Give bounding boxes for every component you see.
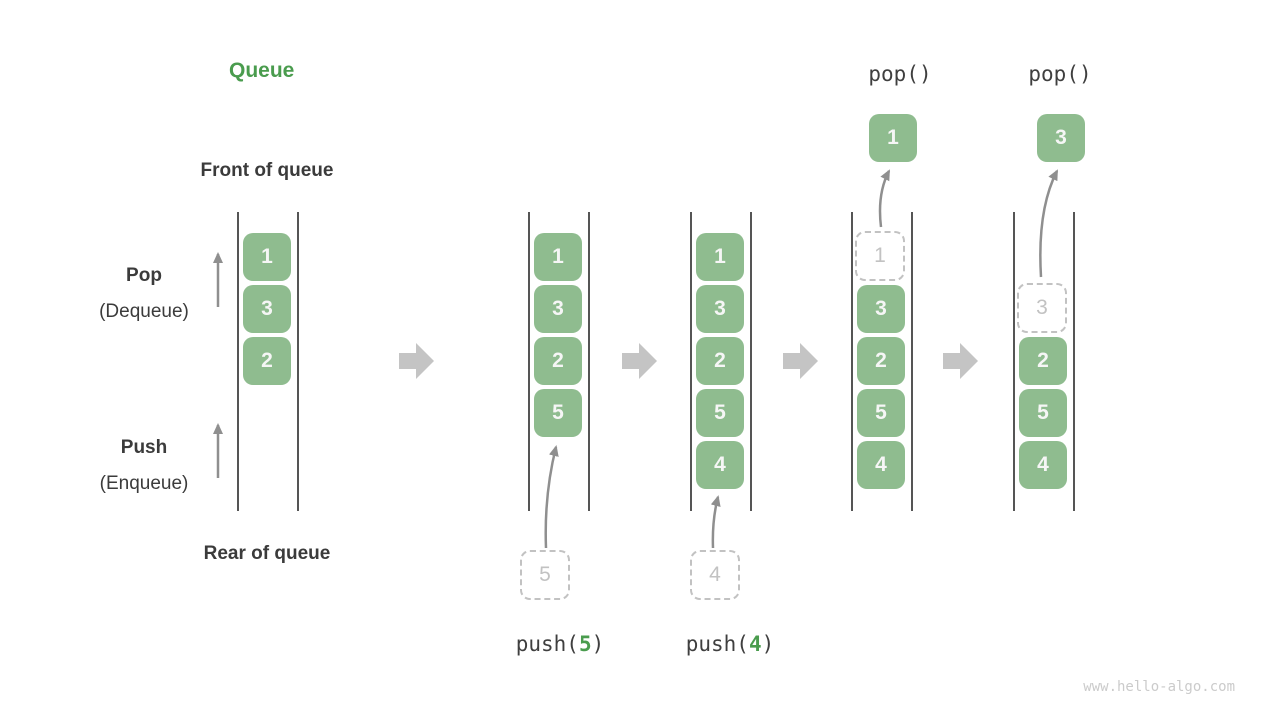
queue-cell: 5 xyxy=(857,389,905,437)
queue-cell: 1 xyxy=(696,233,744,281)
queue-cell: 3 xyxy=(243,285,291,333)
queue-wall-right xyxy=(1073,212,1075,511)
queue-cell: 5 xyxy=(534,389,582,437)
step-right-arrow-icon xyxy=(943,343,978,379)
popped-value-cell: 3 xyxy=(1037,114,1085,162)
push-call-suffix: ) xyxy=(761,632,775,656)
queue-wall-left xyxy=(237,212,239,511)
queue-wall-left xyxy=(1013,212,1015,511)
step-right-arrow-icon xyxy=(783,343,818,379)
queue-cell: 4 xyxy=(857,441,905,489)
queue-cell: 1 xyxy=(534,233,582,281)
queue-wall-right xyxy=(750,212,752,511)
removed-cell-placeholder: 3 xyxy=(1017,283,1067,333)
pop-label: Pop xyxy=(126,265,162,286)
incoming-value-cell: 5 xyxy=(520,550,570,600)
popped-value-cell: 1 xyxy=(869,114,917,162)
removed-cell-placeholder: 1 xyxy=(855,231,905,281)
push-call-suffix: ) xyxy=(591,632,605,656)
pop-1-arrow-icon xyxy=(878,169,891,228)
queue-wall-right xyxy=(297,212,299,511)
push-5-arrow-icon xyxy=(544,445,559,549)
queue-wall-right xyxy=(911,212,913,511)
queue-cell: 3 xyxy=(696,285,744,333)
queue-wall-left xyxy=(851,212,853,511)
step-right-arrow-icon xyxy=(622,343,657,379)
front-of-queue-label: Front of queue xyxy=(200,160,334,181)
watermark: www.hello-algo.com xyxy=(1083,679,1235,695)
incoming-value-cell: 4 xyxy=(690,550,740,600)
queue-cell: 4 xyxy=(1019,441,1067,489)
queue-cell: 2 xyxy=(696,337,744,385)
push-call-value: 4 xyxy=(748,632,762,656)
push-alias-label: (Enqueue) xyxy=(99,473,189,494)
queue-cell: 3 xyxy=(534,285,582,333)
pop-label-group: Pop (Dequeue) xyxy=(65,258,223,330)
push-operation-label-1: push(5) xyxy=(480,632,640,656)
queue-cell: 2 xyxy=(534,337,582,385)
queue-cell: 2 xyxy=(1019,337,1067,385)
push-call-prefix: push( xyxy=(685,632,749,656)
queue-cell: 4 xyxy=(696,441,744,489)
step-right-arrow-icon xyxy=(399,343,434,379)
push-label: Push xyxy=(120,437,168,458)
queue-cell: 3 xyxy=(857,285,905,333)
push-4-arrow-icon xyxy=(710,495,721,549)
queue-wall-left xyxy=(528,212,530,511)
pop-operation-label-1: pop() xyxy=(868,62,932,86)
queue-cell: 5 xyxy=(696,389,744,437)
push-call-prefix: push( xyxy=(515,632,579,656)
pop-3-arrow-icon xyxy=(1039,169,1059,278)
pop-operation-label-2: pop() xyxy=(1028,62,1092,86)
queue-wall-left xyxy=(690,212,692,511)
queue-cell: 1 xyxy=(243,233,291,281)
rear-of-queue-label: Rear of queue xyxy=(203,543,331,564)
diagram-title: Queue xyxy=(229,59,295,82)
push-label-group: Push (Enqueue) xyxy=(65,430,223,502)
queue-cell: 2 xyxy=(857,337,905,385)
queue-wall-right xyxy=(588,212,590,511)
queue-cell: 5 xyxy=(1019,389,1067,437)
push-operation-label-2: push(4) xyxy=(650,632,810,656)
push-call-value: 5 xyxy=(578,632,592,656)
queue-cell: 2 xyxy=(243,337,291,385)
pop-alias-label: (Dequeue) xyxy=(99,301,189,322)
